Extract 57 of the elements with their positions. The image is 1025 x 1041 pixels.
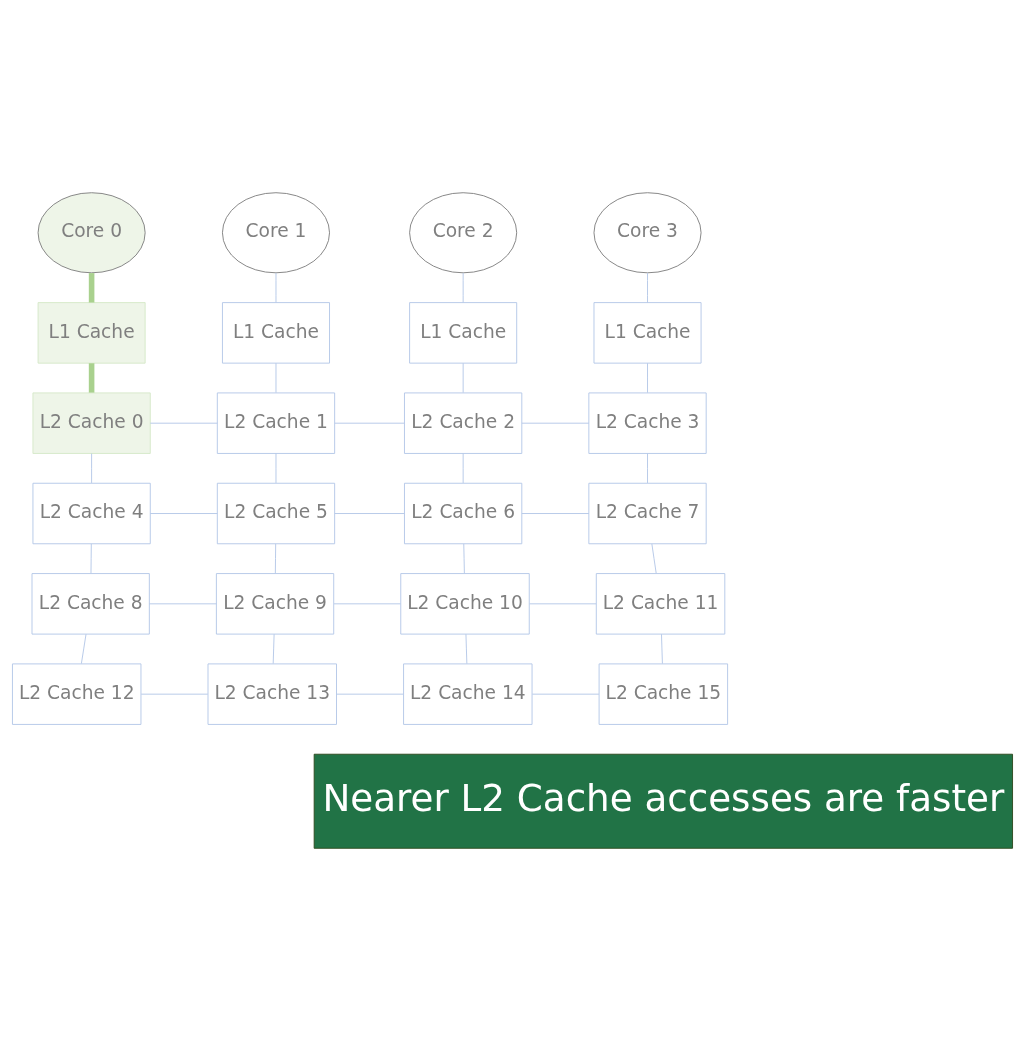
- node-box: L1 Cache: [37, 302, 146, 364]
- node-box: L2 Cache 5: [216, 482, 336, 545]
- node-box: L2 Cache 8: [31, 573, 150, 635]
- node-ellipse: Core 0: [37, 192, 146, 274]
- connector: [88, 273, 95, 303]
- connector: [462, 272, 464, 303]
- connector: [647, 272, 648, 303]
- connector: [529, 603, 597, 605]
- connector: [661, 633, 663, 665]
- connector: [521, 513, 590, 514]
- node-box: L2 Cache 0: [32, 392, 151, 454]
- node-box: L2 Cache 6: [404, 482, 523, 545]
- connector: [651, 543, 657, 574]
- node-ellipse: Core 1: [221, 192, 330, 274]
- connector: [275, 362, 277, 394]
- connector: [334, 513, 405, 514]
- node-box: L2 Cache 2: [404, 392, 523, 454]
- node-ellipse: Core 3: [593, 192, 702, 274]
- connector: [148, 603, 217, 605]
- connector: [521, 422, 590, 424]
- connector: [88, 363, 95, 393]
- connector: [463, 543, 465, 574]
- node-box: L2 Cache 11: [595, 573, 726, 635]
- connector: [647, 453, 648, 484]
- node-box: L2 Cache 3: [588, 392, 707, 454]
- connector: [462, 453, 464, 484]
- node-box: L2 Cache 7: [588, 482, 707, 545]
- connector: [334, 422, 405, 424]
- connector: [274, 543, 277, 574]
- node-box: L2 Cache 9: [215, 573, 335, 635]
- node-box: L2 Cache 10: [400, 573, 530, 635]
- node-box: L1 Cache: [221, 302, 330, 364]
- connector: [275, 453, 277, 484]
- connector: [275, 272, 277, 303]
- node-ellipse: Core 2: [409, 192, 518, 274]
- node-box: L2 Cache 15: [598, 663, 729, 725]
- connector: [272, 633, 275, 665]
- node-box: L1 Cache: [593, 302, 702, 364]
- node-box: L2 Cache 12: [12, 663, 142, 725]
- connector: [149, 422, 218, 424]
- connector: [462, 362, 464, 394]
- connector: [149, 513, 218, 514]
- connector: [333, 603, 401, 605]
- connector: [91, 453, 93, 484]
- node-box: L2 Cache 14: [403, 663, 533, 725]
- node-box: L2 Cache 1: [216, 392, 336, 454]
- connector: [140, 693, 209, 695]
- node-box: L1 Cache: [409, 302, 518, 364]
- node-box: Nearer L2 Cache accesses are faster: [313, 753, 1013, 849]
- connector: [90, 543, 92, 574]
- connector: [465, 633, 468, 665]
- node-box: L2 Cache 4: [32, 482, 151, 545]
- node-box: L2 Cache 13: [207, 663, 337, 725]
- connector: [336, 693, 404, 695]
- connector: [647, 362, 648, 394]
- connector: [80, 633, 87, 665]
- connector: [531, 693, 600, 695]
